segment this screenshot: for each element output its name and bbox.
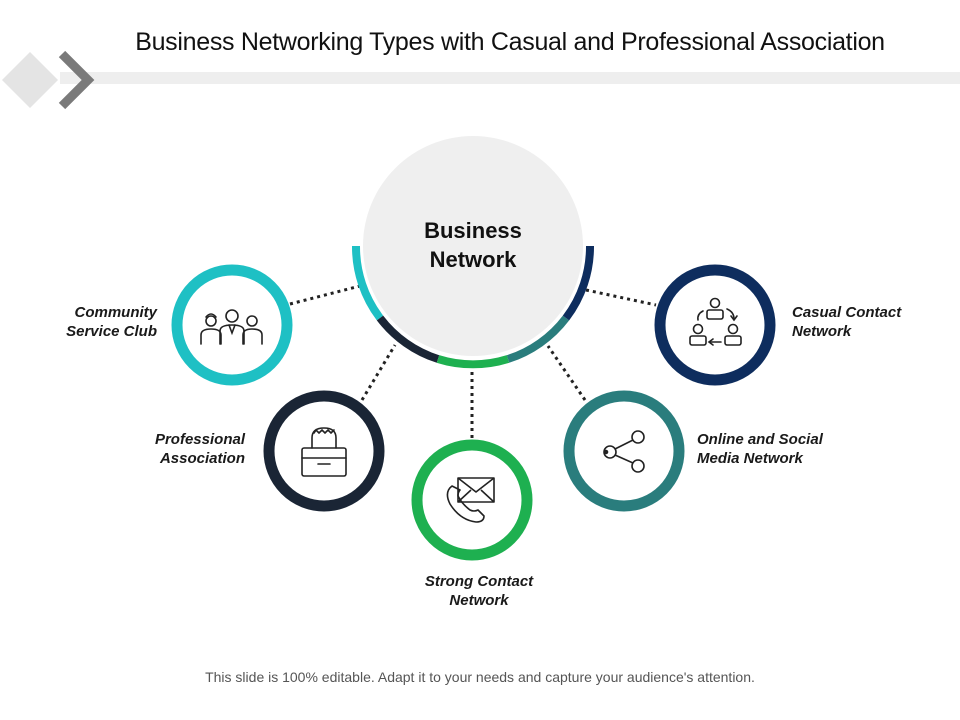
center-label-line1: Business — [424, 218, 522, 243]
briefcase-person-icon — [301, 427, 347, 477]
label-online-line1: Online and Social — [697, 431, 823, 448]
node-ring-casual — [654, 264, 776, 386]
label-casual-line1: Casual Contact — [792, 304, 902, 321]
label-strong-line1: Strong Contact — [424, 573, 534, 590]
title-underline-bar — [60, 72, 960, 84]
center-ring-segment-online — [506, 315, 570, 363]
chevron-logo-icon — [2, 50, 95, 110]
slide-title: Business Networking Types with Casual an… — [135, 28, 885, 56]
label-online-line2: Media Network — [697, 450, 803, 467]
center-ring-segment-casual — [562, 245, 595, 321]
connector-community — [289, 284, 361, 306]
label-online-social-media-network: Online and Social Media Network — [697, 430, 867, 468]
connector-casual — [585, 288, 657, 307]
center-label: Business Network — [393, 216, 553, 274]
label-professional-association: Professional Association — [120, 430, 245, 468]
node-ring-online — [563, 390, 685, 512]
connector-professional — [360, 344, 397, 401]
node-ring-strong — [411, 439, 533, 561]
label-professional-line1: Professional — [154, 431, 245, 448]
phone-envelope-icon — [446, 477, 495, 523]
label-casual-line2: Network — [792, 323, 852, 340]
label-professional-line2: Association — [159, 450, 245, 467]
share-icon — [603, 430, 645, 473]
center-ring-segment-community — [351, 245, 384, 321]
label-community-line1: Community — [74, 304, 158, 321]
center-circle — [363, 136, 583, 356]
center-ring-segment-professional — [376, 315, 440, 363]
label-community-service-club: Community Service Club — [40, 303, 157, 341]
footer-note: This slide is 100% editable. Adapt it to… — [205, 669, 755, 685]
label-strong-contact-network: Strong Contact Network — [400, 572, 558, 610]
node-ring-professional — [263, 390, 385, 512]
center-ring-segment-strong — [436, 355, 510, 369]
center-label-line2: Network — [429, 247, 517, 272]
label-casual-contact-network: Casual Contact Network — [792, 303, 942, 341]
connector-online — [546, 345, 587, 401]
people-group-icon — [200, 309, 263, 345]
people-cycle-icon — [689, 297, 742, 346]
label-community-line2: Service Club — [66, 323, 157, 340]
label-strong-line2: Network — [449, 592, 509, 609]
